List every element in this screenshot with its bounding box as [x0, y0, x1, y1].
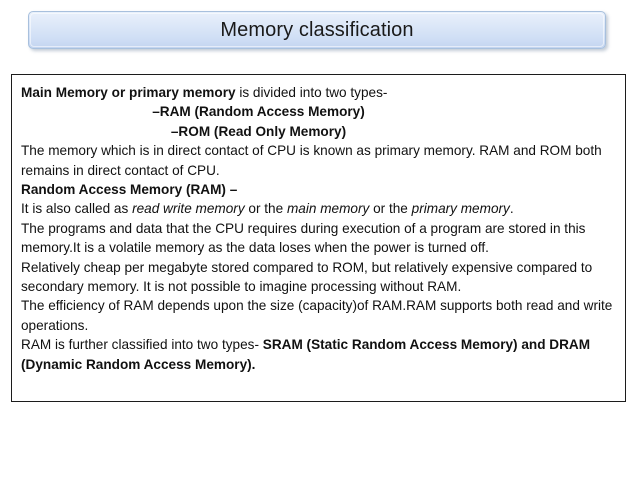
slide-title-banner: Memory classification — [28, 11, 606, 49]
body-line-programs-and-data: The programs and data that the CPU requi… — [21, 220, 590, 256]
body-line-efficiency: The efficiency of RAM depends upon the s… — [21, 298, 617, 333]
body-line-also-called: It is also called as read write memory o… — [21, 199, 616, 218]
bold-rom-item: –ROM (Read Only Memory) — [170, 123, 347, 139]
italic-main-memory: main memory — [286, 201, 370, 217]
body-line-relatively-cheap: Relatively cheap per megabyte stored com… — [21, 259, 597, 295]
body-line-primary-memory-def: The memory which is in direct contact of… — [21, 143, 606, 178]
body-line-ram-item: –RAM (Random Access Memory) — [21, 102, 616, 121]
text-or-the-2: or the — [369, 201, 412, 217]
body-line-types-intro: Main Memory or primary memory is divided… — [21, 83, 616, 102]
bold-main-memory: Main Memory or primary memory — [21, 85, 236, 100]
text-period: . — [509, 201, 514, 217]
text-further-classified: RAM is further classified into two types… — [21, 337, 263, 353]
text-also-called: It is also called as — [21, 201, 133, 217]
content-box: Main Memory or primary memory is divided… — [11, 74, 626, 402]
text-or-the-1: or the — [244, 201, 287, 217]
bold-ram-heading: Random Access Memory (RAM) – — [21, 182, 238, 198]
body-line-further-classified: RAM is further classified into two types… — [21, 335, 616, 374]
text-divided-into: is divided into two types- — [235, 85, 388, 100]
page-title: Memory classification — [220, 19, 414, 41]
body-line-ram-heading: Random Access Memory (RAM) – — [21, 180, 616, 199]
italic-primary-memory: primary memory — [411, 201, 510, 217]
italic-read-write-memory: read write memory — [132, 201, 245, 217]
bold-ram-item: –RAM (Random Access Memory) — [152, 104, 365, 120]
bold-sram-dram: SRAM (Static Random Access Memory) and D… — [21, 337, 594, 372]
content-body: Main Memory or primary memory is divided… — [12, 75, 625, 374]
body-line-rom-item: –ROM (Read Only Memory) — [21, 122, 616, 141]
